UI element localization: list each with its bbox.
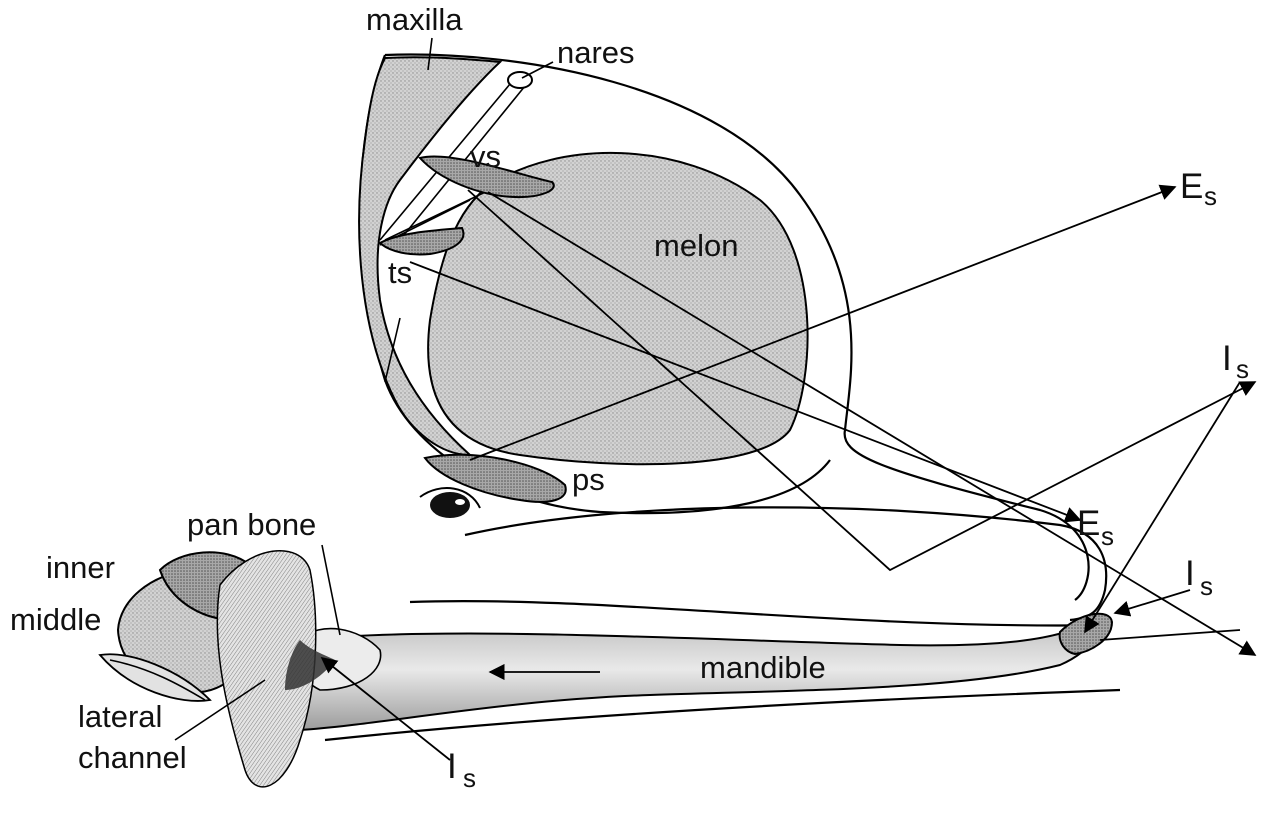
eye xyxy=(420,488,480,518)
is-tip-symbol: I xyxy=(1185,554,1195,593)
is-bottom-subscript: s xyxy=(463,763,476,793)
label-channel: channel xyxy=(78,740,187,775)
es-top-symbol: E xyxy=(1180,167,1203,206)
label-pan-bone: pan bone xyxy=(187,507,316,542)
is-right-subscript: s xyxy=(1236,354,1249,384)
label-es-top: E s xyxy=(1180,167,1217,211)
eye-glint xyxy=(455,499,465,505)
label-nares: nares xyxy=(557,35,635,70)
mandible-region xyxy=(100,551,1120,787)
label-inner: inner xyxy=(46,550,115,585)
pan-bone-leader xyxy=(322,545,340,635)
label-ts: ts xyxy=(388,255,412,290)
is-right-symbol: I xyxy=(1222,339,1232,378)
es-top-subscript: s xyxy=(1204,181,1217,211)
es-lower-symbol: E xyxy=(1077,504,1100,543)
label-mandible: mandible xyxy=(700,650,826,685)
ray-incoming-horizontal xyxy=(1100,630,1240,640)
label-is-right: I s xyxy=(1222,339,1249,384)
label-ps: ps xyxy=(572,462,605,497)
is-tip-subscript: s xyxy=(1200,571,1213,601)
eye-ball xyxy=(430,492,470,518)
mandible-tip xyxy=(1060,614,1112,654)
upper-jaw-line xyxy=(410,601,1110,625)
is-bottom-symbol: I xyxy=(447,747,457,786)
ray-incoming-upper xyxy=(1085,382,1240,632)
label-maxilla: maxilla xyxy=(366,2,463,37)
label-lateral: lateral xyxy=(78,699,162,734)
label-is-tip: I s xyxy=(1185,554,1213,601)
label-vs: vs xyxy=(470,139,501,174)
label-melon: melon xyxy=(654,228,738,263)
label-is-bottom: I s xyxy=(447,747,476,793)
label-middle: middle xyxy=(10,602,101,637)
mandible-bone xyxy=(285,620,1099,730)
melon-organ xyxy=(428,153,807,464)
es-lower-subscript: s xyxy=(1101,521,1114,551)
